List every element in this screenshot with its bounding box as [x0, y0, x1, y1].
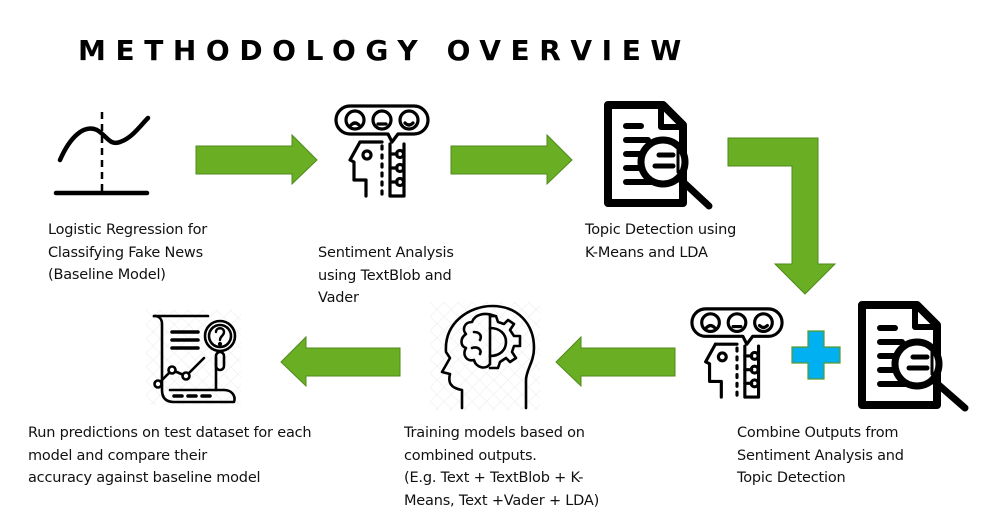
- caption-line: Vader: [318, 290, 359, 306]
- plus-icon: [791, 330, 841, 380]
- step-6-caption: Run predictions on test dataset for each…: [28, 422, 312, 490]
- caption-line: Topic Detection: [737, 470, 846, 486]
- document-search-icon: [858, 301, 969, 412]
- caption-line: (Baseline Model): [48, 267, 166, 283]
- step-3-caption: Topic Detection using K-Means and LDA: [585, 219, 736, 264]
- arrow-left-2: [280, 335, 401, 388]
- document-search-icon: [604, 101, 713, 210]
- caption-line: Run predictions on test dataset for each: [28, 425, 312, 441]
- brain-gear-head-icon: [430, 302, 540, 410]
- caption-line: Topic Detection using: [585, 222, 737, 238]
- caption-line: Sentiment Analysis: [318, 245, 454, 261]
- caption-line: Combine Outputs from: [737, 425, 899, 441]
- caption-line: Classifying Fake News: [48, 244, 203, 261]
- step-5-caption: Training models based on combined output…: [404, 422, 599, 512]
- caption-line: (E.g. Text + TextBlob + K-: [404, 470, 584, 486]
- caption-line: Means, Text +Vader + LDA): [404, 492, 600, 509]
- arrow-down-bent: [727, 137, 837, 295]
- sentiment-head-icon: [690, 307, 784, 399]
- caption-line: combined outputs.: [404, 447, 537, 464]
- arrow-right-2: [450, 133, 573, 186]
- step-2-caption: Sentiment Analysis using TextBlob and Va…: [318, 242, 454, 310]
- sentiment-head-icon: [334, 104, 430, 198]
- caption-line: Sentiment Analysis and: [737, 447, 904, 464]
- caption-line: model and compare their: [28, 447, 208, 464]
- logistic-curve-icon: [53, 112, 151, 196]
- arrow-right-1: [195, 133, 318, 186]
- page-title: METHODOLOGY OVERVIEW: [78, 34, 691, 67]
- caption-line: Logistic Regression for: [48, 222, 208, 238]
- report-analysis-icon: [146, 310, 241, 405]
- step-1-caption: Logistic Regression for Classifying Fake…: [48, 219, 207, 287]
- step-4-caption: Combine Outputs from Sentiment Analysis …: [737, 422, 904, 490]
- arrow-left-1: [555, 335, 676, 388]
- caption-line: using TextBlob and: [318, 267, 452, 284]
- caption-line: accuracy against baseline model: [28, 470, 261, 486]
- caption-line: Training models based on: [404, 425, 585, 441]
- caption-line: K-Means and LDA: [585, 244, 708, 261]
